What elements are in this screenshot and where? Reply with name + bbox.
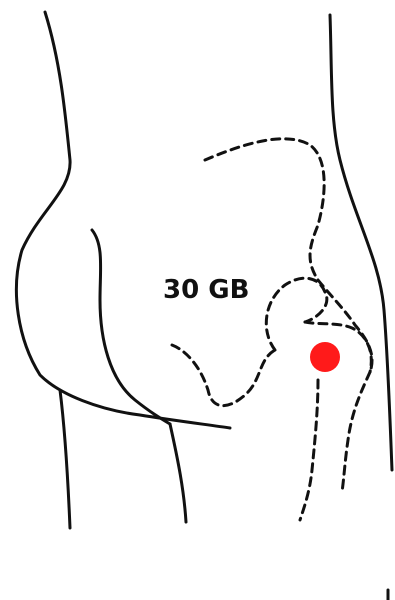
acupoint-label: 30 GB — [163, 275, 249, 305]
outer-hip-outline — [330, 15, 392, 470]
acupoint-marker — [310, 342, 340, 372]
inner-thigh-outline — [170, 424, 186, 522]
pelvis-lower-outline — [172, 345, 275, 406]
femur-shaft-medial — [300, 380, 318, 520]
iliac-crest — [205, 139, 324, 280]
back-thigh-outline — [60, 390, 70, 528]
femoral-head — [266, 278, 327, 350]
buttock-crease — [92, 230, 170, 424]
femur-shaft-lateral — [342, 372, 370, 492]
